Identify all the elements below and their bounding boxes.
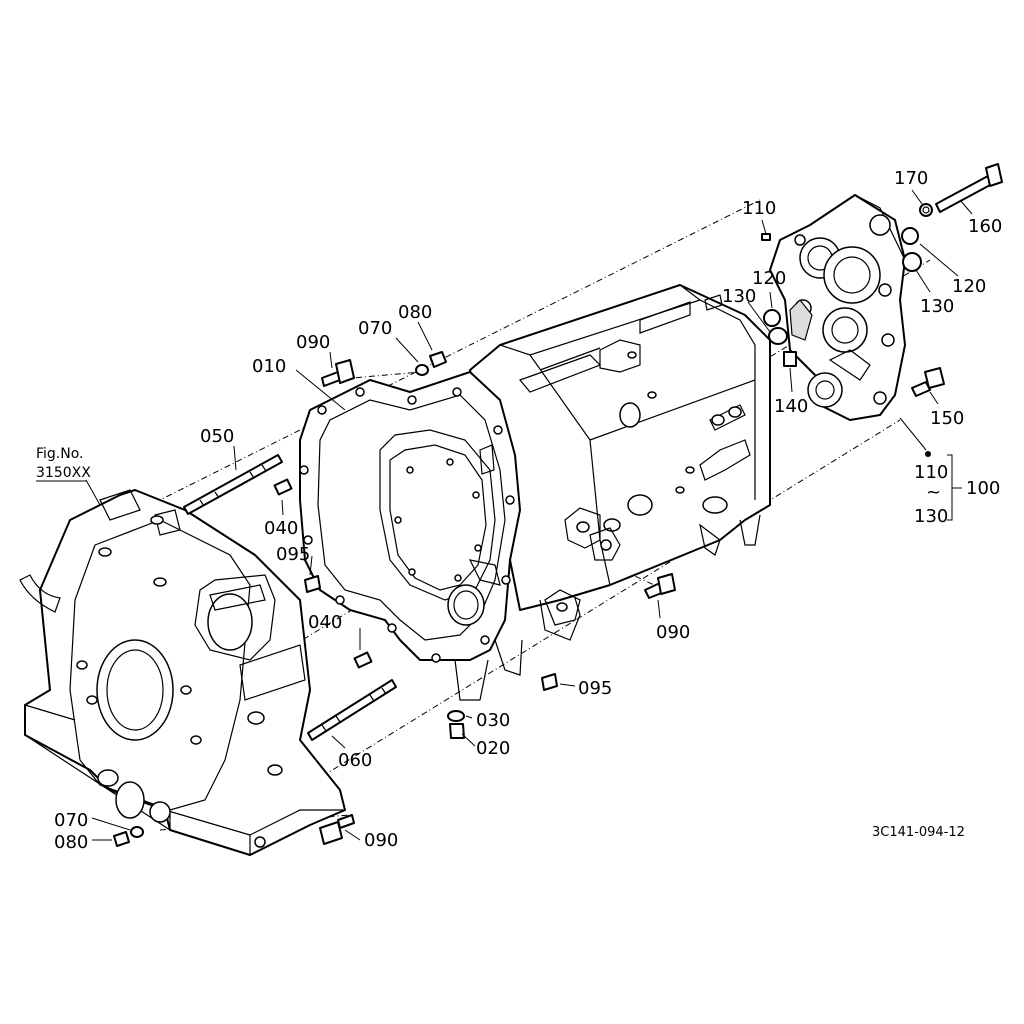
callout-040-lower: 040 (308, 612, 342, 633)
callout-080-bottom: 080 (54, 832, 88, 853)
callout-080-top: 080 (398, 302, 432, 323)
callout-170: 170 (894, 168, 928, 189)
callout-110-group: 110 (914, 462, 948, 483)
transmission-case (299, 284, 771, 701)
callout-120-right: 120 (952, 276, 986, 297)
callout-120-left: 120 (752, 268, 786, 289)
callout-095-left: 095 (276, 544, 310, 565)
callout-160: 160 (968, 216, 1002, 237)
callout-090-top: 090 (296, 332, 330, 353)
figure-ref-line2: 3150XX (36, 465, 91, 481)
leader-lines (36, 189, 973, 841)
callout-095-right: 095 (578, 678, 612, 699)
callout-040-upper: 040 (264, 518, 298, 539)
callout-140: 140 (774, 396, 808, 417)
rear-bearing-cover (769, 194, 906, 421)
front-housing (19, 489, 346, 856)
callout-150: 150 (930, 408, 964, 429)
callout-labels: 010 050 040 095 040 060 090 070 080 095 … (54, 168, 1002, 853)
callout-130-left: 130 (722, 286, 756, 307)
fasteners (113, 163, 1003, 847)
callout-070-top: 070 (358, 318, 392, 339)
callout-010: 010 (252, 356, 286, 377)
callout-030: 030 (476, 710, 510, 731)
callout-100: 100 (966, 478, 1000, 499)
callout-050: 050 (200, 426, 234, 447)
callout-090-bottom: 090 (364, 830, 398, 851)
callout-130-group: 130 (914, 506, 948, 527)
callout-070-bottom: 070 (54, 810, 88, 831)
callout-020: 020 (476, 738, 510, 759)
callout-range-sign: ~ (926, 482, 941, 503)
figure-ref-line1: Fig.No. (36, 446, 84, 462)
drawing-code: 3C141-094-12 (872, 825, 965, 840)
callout-060: 060 (338, 750, 372, 771)
figure-reference: Fig.No. 3150XX (36, 446, 91, 481)
callout-090-right: 090 (656, 622, 690, 643)
callout-130-right: 130 (920, 296, 954, 317)
group-bracket-100 (925, 451, 962, 521)
callout-110-top: 110 (742, 198, 776, 219)
